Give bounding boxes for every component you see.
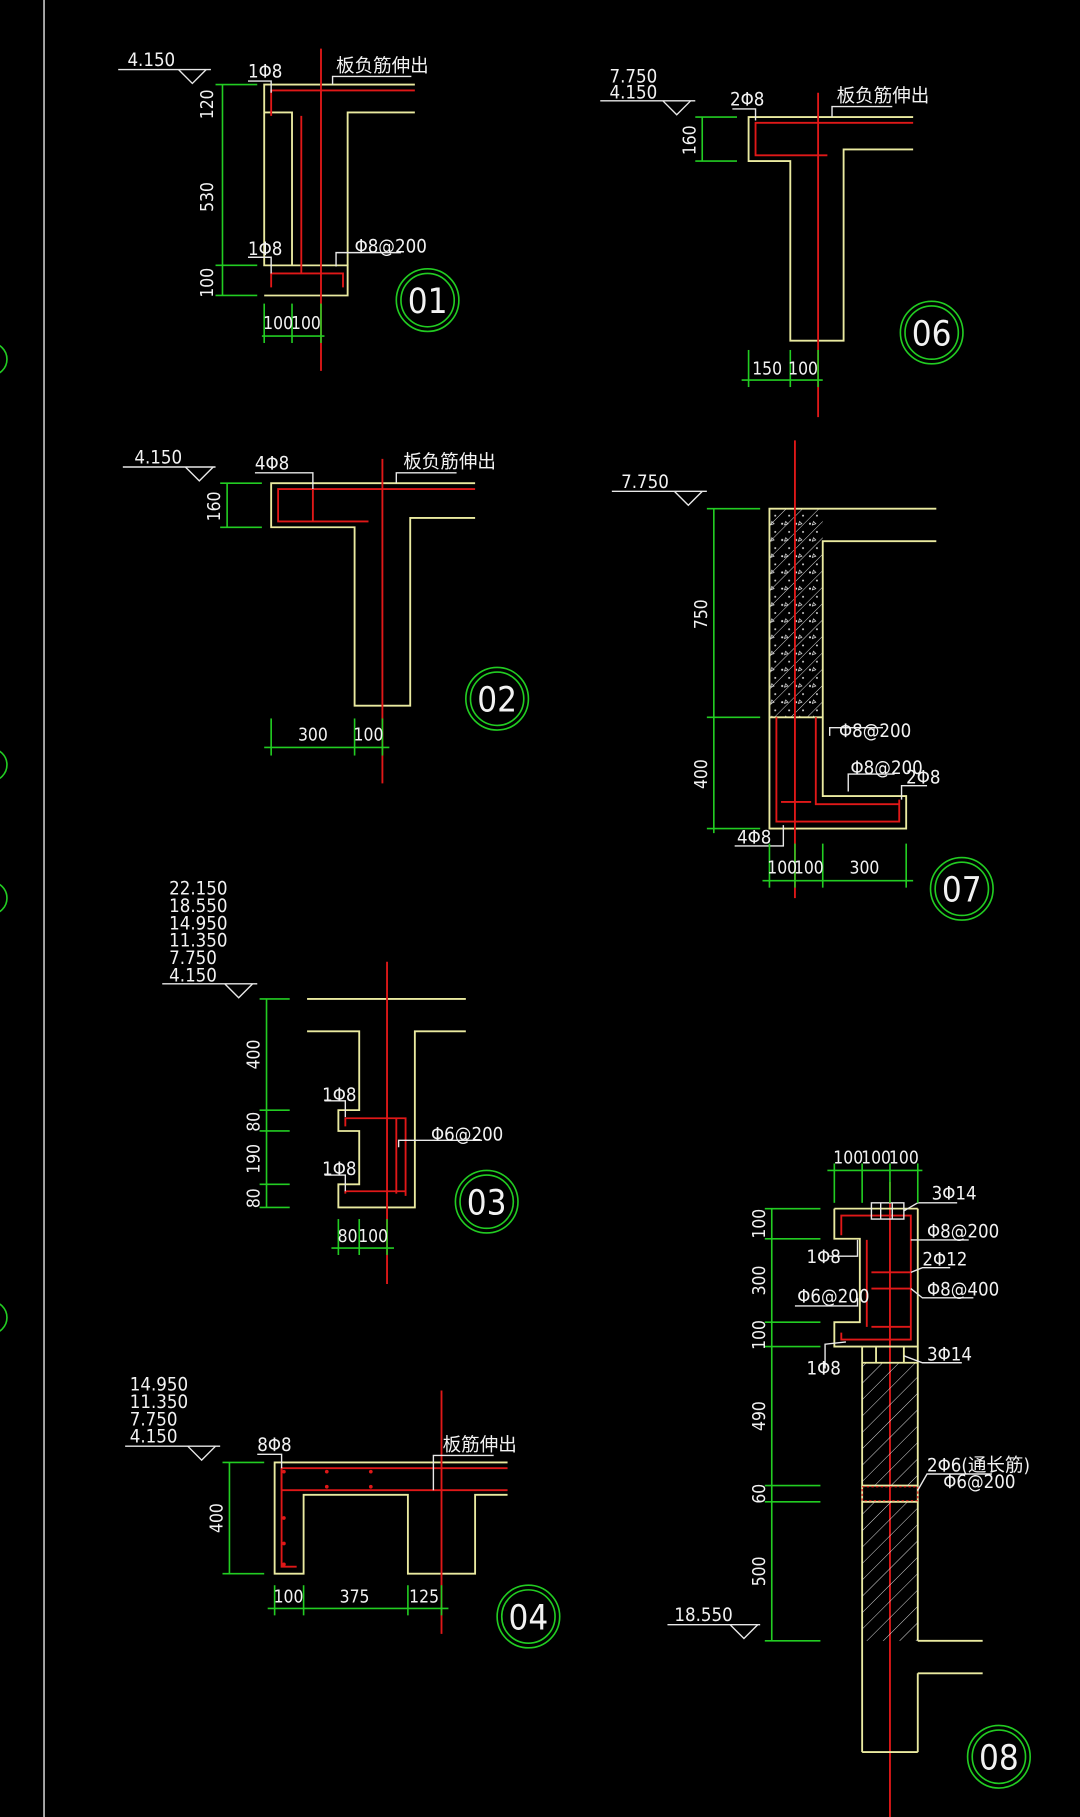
dimension-label: 160 [680, 125, 700, 155]
rebar-label: 8Φ8 [257, 1435, 291, 1456]
dimension-label: 300 [298, 725, 328, 745]
grid-bubble [0, 344, 8, 374]
dimension-label: 100 [889, 1148, 919, 1168]
elevation-label: 4.150 [169, 966, 217, 987]
detail-02: 4.150 4Φ8 板负筋伸出 160 300 100 02 [122, 448, 530, 784]
elevation-label: 4.150 [130, 1427, 178, 1448]
rebar-label: 1Φ8 [807, 1247, 841, 1268]
dimension-label: 125 [409, 1588, 439, 1608]
dimension-label: 120 [198, 89, 218, 119]
elevation-label: 7.750 [610, 66, 658, 87]
dimension-label: 150 [752, 359, 782, 379]
detail-number: 06 [912, 314, 952, 354]
dimension-label: 300 [750, 1266, 770, 1296]
dimension-label: 100 [358, 1227, 388, 1247]
rebar-label: 板负筋伸出 [837, 86, 930, 107]
rebar-label: 3Φ14 [927, 1344, 972, 1365]
rebar-label: Φ8@200 [355, 237, 427, 258]
elevation-label: 11.350 [169, 931, 227, 952]
elevation-label: 11.350 [130, 1392, 188, 1413]
dimension-label: 100 [767, 859, 797, 879]
dimension-label: 80 [245, 1112, 265, 1132]
dimension-label: 100 [354, 725, 384, 745]
rebar-label: 1Φ8 [248, 239, 282, 260]
rebar-label: 板筋伸出 [443, 1435, 517, 1456]
dimension-label: 190 [245, 1144, 265, 1174]
detail-07: 7.750 Φ8@200 Φ8@200 2Φ8 4Φ8 750 400 100 … [611, 440, 994, 921]
dimension-label: 80 [338, 1227, 358, 1247]
rebar-label: 1Φ8 [322, 1085, 356, 1106]
detail-08: 3Φ14 Φ8@200 1Φ8 2Φ12 Φ6@200 Φ8@400 1Φ8 3… [667, 1148, 1031, 1817]
elevation-label: 18.550 [169, 896, 227, 917]
detail-number: 07 [942, 871, 982, 911]
dimension-label: 100 [263, 314, 293, 334]
detail-number: 02 [477, 681, 517, 721]
dimension-label: 100 [198, 268, 218, 298]
elevation-label: 4.150 [134, 448, 182, 469]
dimension-label: 750 [692, 599, 712, 629]
rebar-label: Φ8@200 [839, 721, 911, 742]
rebar-label: Φ6@200 [431, 1124, 503, 1145]
dimension-label: 100 [861, 1148, 891, 1168]
rebar-label: 板负筋伸出 [403, 452, 496, 473]
elevation-label: 7.750 [130, 1409, 178, 1430]
dimension-label: 100 [750, 1209, 770, 1239]
rebar-label: Φ8@200 [851, 758, 923, 779]
dimension-label: 300 [850, 859, 880, 879]
rebar-label: Φ8@400 [927, 1280, 999, 1301]
dimension-label: 400 [207, 1503, 227, 1533]
elevation-label: 7.750 [621, 472, 669, 493]
detail-number: 08 [979, 1738, 1019, 1778]
dimension-label: 160 [205, 491, 225, 521]
rebar-label: Φ6@200 [943, 1472, 1015, 1493]
rebar-label: 2Φ12 [922, 1249, 967, 1270]
grid-bubble [0, 1303, 8, 1332]
elevation-label: 14.950 [130, 1375, 188, 1396]
dimension-label: 60 [750, 1484, 770, 1504]
rebar-label: 2Φ8 [906, 767, 940, 788]
elevation-label: 14.950 [169, 913, 227, 934]
rebar-label: 2Φ8 [730, 89, 764, 110]
grid-bubble [0, 883, 8, 913]
elevation-label: 22.150 [169, 879, 227, 900]
detail-03: 22.150 18.550 14.950 11.350 7.750 4.150 … [162, 879, 519, 1284]
rebar-label: 1Φ8 [248, 62, 282, 83]
detail-number: 03 [467, 1183, 507, 1223]
grid-bubble [0, 750, 8, 780]
dimension-label: 100 [794, 859, 824, 879]
rebar-label: 3Φ14 [932, 1183, 977, 1204]
detail-number: 04 [509, 1598, 549, 1638]
dimension-label: 490 [750, 1401, 770, 1431]
dimension-label: 100 [833, 1148, 863, 1168]
rebar-label: 板负筋伸出 [336, 56, 429, 77]
dimension-label: 100 [750, 1320, 770, 1350]
detail-number: 01 [408, 282, 448, 322]
rebar-label: Φ6@200 [797, 1286, 869, 1307]
rebar-label: 1Φ8 [807, 1358, 841, 1379]
detail-04: 14.950 11.350 7.750 4.150 8Φ8 板筋伸出 400 1… [125, 1375, 561, 1649]
dimension-label: 400 [245, 1040, 265, 1070]
dimension-label: 100 [291, 314, 321, 334]
rebar-label: 1Φ8 [322, 1159, 356, 1180]
detail-06: 7.750 4.150 2Φ8 板负筋伸出 160 150 100 06 [600, 66, 964, 418]
dimension-label: 80 [245, 1188, 265, 1208]
dimension-label: 100 [788, 359, 818, 379]
dimension-label: 375 [340, 1588, 370, 1608]
dimension-label: 530 [198, 182, 218, 212]
rebar-label: 2Φ6(通长筋) [927, 1456, 1030, 1477]
rebar-label: 4Φ8 [737, 828, 771, 849]
elevation-label: 4.150 [610, 82, 658, 103]
dimension-label: 500 [750, 1556, 770, 1586]
detail-01: 4.150 1Φ8 1Φ8 Φ8@200 板负筋伸出 120 530 100 1… [118, 48, 460, 371]
elevation-label: 4.150 [127, 50, 175, 71]
rebar-label: 4Φ8 [255, 453, 289, 474]
dimension-label: 100 [274, 1588, 304, 1608]
dimension-label: 400 [692, 759, 712, 789]
elevation-label: 18.550 [674, 1605, 732, 1626]
rebar-label: Φ8@200 [927, 1222, 999, 1243]
elevation-label: 7.750 [169, 948, 217, 969]
